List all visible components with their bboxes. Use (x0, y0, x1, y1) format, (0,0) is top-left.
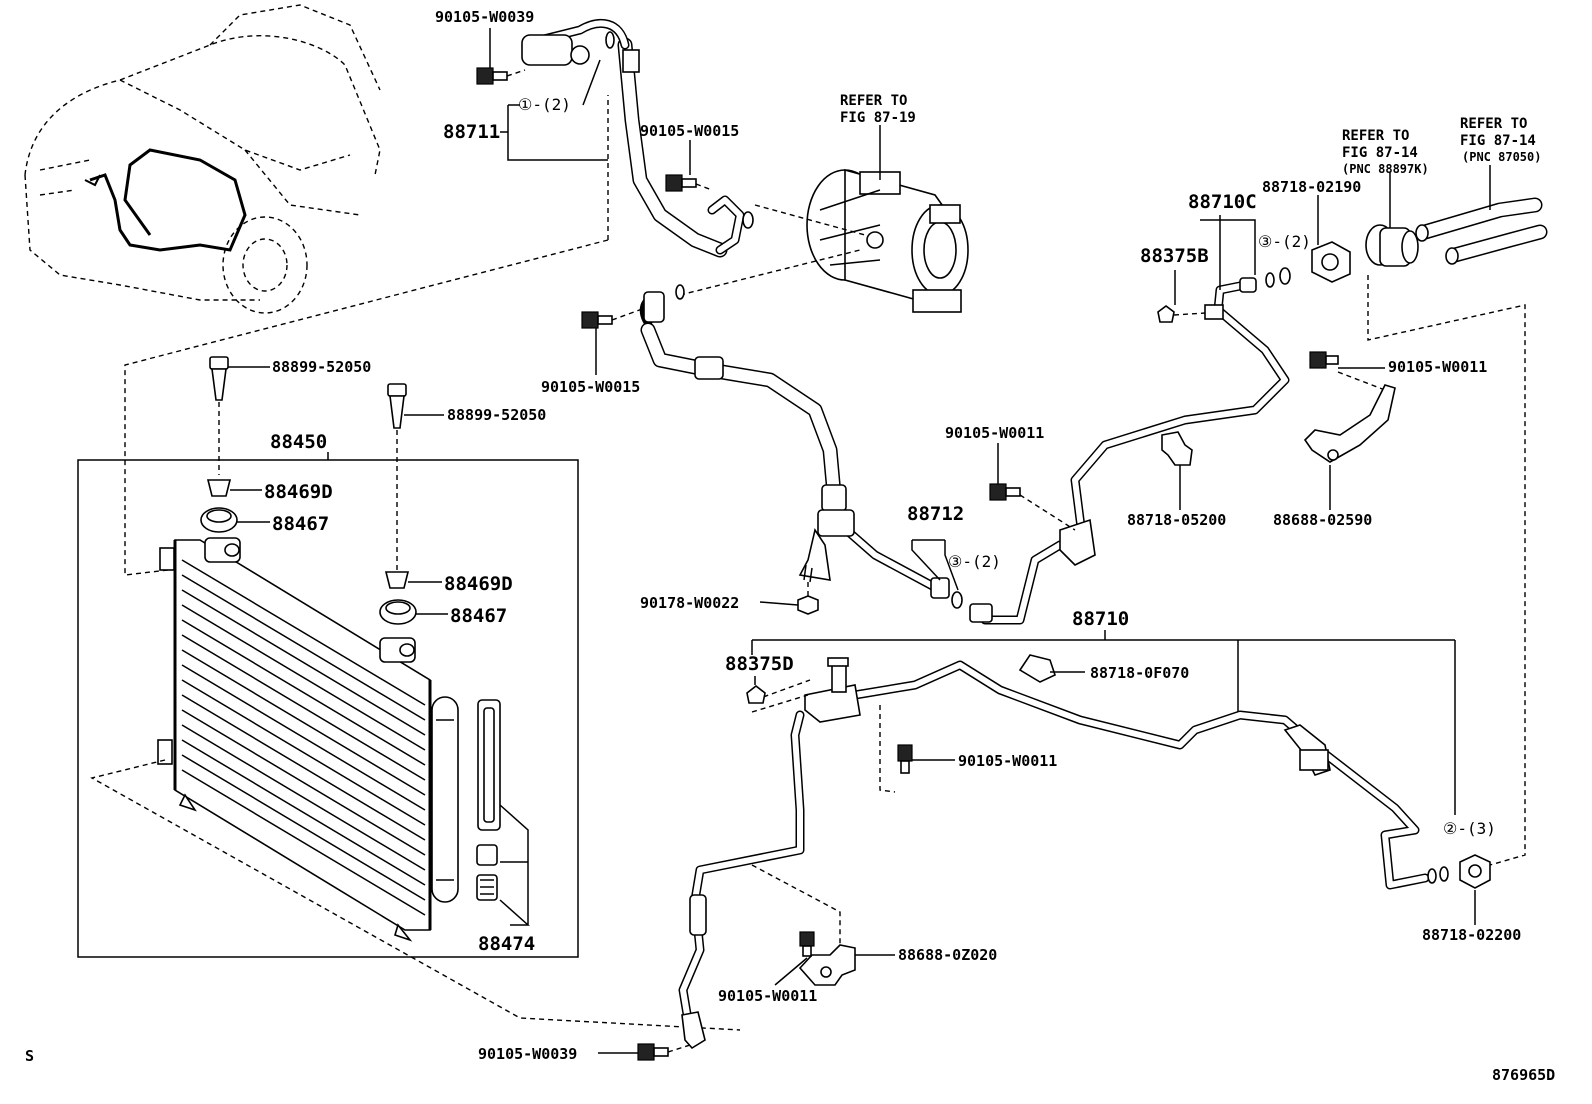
bolt-90105-w0011-lower-b (799, 931, 815, 957)
label-88712: 88712 (907, 503, 964, 525)
label-refer-87-14b-l3: (PNC 87050) (1462, 150, 1541, 164)
label-88469d-a: 88469D (264, 481, 333, 503)
bolt-88899-52050-left (209, 356, 229, 401)
bolt-90105-w0039-bottom (637, 1043, 669, 1061)
bolt-90105-w0015-top (665, 174, 697, 192)
label-88710c: 88710C (1188, 191, 1257, 213)
label-refer-87-14a-l1: REFER TO (1342, 128, 1409, 144)
label-88467-a: 88467 (272, 513, 329, 535)
label-90105-w0011-right: 90105-W0011 (1388, 358, 1487, 376)
label-88899-52050-b: 88899-52050 (447, 406, 546, 424)
condenser-core (157, 537, 432, 942)
condenser-to-pipe-leader (90, 759, 741, 1031)
filter-88474 (476, 699, 501, 901)
nut-88718-02190 (1311, 241, 1351, 283)
label-refer-87-14a-l3: (PNC 88897K) (1342, 162, 1429, 176)
cap-88375d (746, 684, 766, 704)
receiver-tank (431, 696, 459, 903)
label-88899-52050-a: 88899-52050 (272, 358, 371, 376)
cushion-88467-left (200, 507, 238, 533)
corner-mark: S (25, 1047, 34, 1065)
nut-88718-02200 (1459, 854, 1491, 889)
label-90105-w0015-top: 90105-W0015 (640, 122, 739, 140)
bolt-88899-52050-right (387, 383, 407, 429)
bolt-90105-w0039-top (476, 67, 508, 85)
label-88474: 88474 (478, 933, 535, 955)
label-88710: 88710 (1072, 608, 1129, 630)
label-qty-3-2-a: ③-(2) (1258, 232, 1311, 251)
diagram-id: 876965D (1492, 1066, 1555, 1084)
label-88688-0z020: 88688-0Z020 (898, 946, 997, 964)
label-refer-87-14b-l1: REFER TO (1460, 116, 1527, 132)
pipe-88710c (969, 267, 1291, 625)
grommet-88897k (1365, 224, 1419, 267)
bushing-88469d-left (206, 479, 232, 497)
label-refer-87-19-l2: FIG 87-19 (840, 110, 916, 126)
hose-88711 (521, 18, 754, 258)
label-88718-02190: 88718-02190 (1262, 178, 1361, 196)
label-qty-2-3: ②-(3) (1443, 819, 1496, 838)
label-qty-1-2: ①-(2) (518, 95, 571, 114)
cushion-88467-right (379, 599, 417, 625)
label-88711: 88711 (443, 121, 500, 143)
label-refer-87-19-l1: REFER TO (840, 93, 907, 109)
label-90105-w0011-lower-a: 90105-W0011 (958, 752, 1057, 770)
label-90105-w0039-bottom: 90105-W0039 (478, 1045, 577, 1063)
label-refer-87-14b-l2: FIG 87-14 (1460, 133, 1536, 149)
bracket-88688-0z020 (798, 944, 856, 986)
pipes-87050 (1415, 197, 1548, 265)
hose-88712 (639, 284, 963, 609)
label-88375d: 88375D (725, 653, 794, 675)
label-90105-w0011-lower-b: 90105-W0011 (718, 987, 817, 1005)
label-88688-02590: 88688-02590 (1273, 511, 1372, 529)
bracket-88688-02590 (1303, 384, 1396, 463)
bolt-90105-w0011-middle (989, 483, 1021, 501)
bushing-88469d-right (384, 571, 410, 589)
label-90105-w0011-middle: 90105-W0011 (945, 424, 1044, 442)
vehicle-outline (24, 4, 381, 314)
label-90178-w0022: 90178-W0022 (640, 594, 739, 612)
label-88375b: 88375B (1140, 245, 1209, 267)
label-qty-3-2-b: ③-(2) (948, 552, 1001, 571)
label-88469d-b: 88469D (444, 573, 513, 595)
car-to-condenser-leader (124, 95, 609, 576)
label-88718-02200: 88718-02200 (1422, 926, 1521, 944)
label-88450: 88450 (270, 431, 327, 453)
pipe-88710 (678, 657, 1449, 1050)
label-90105-w0015-lower: 90105-W0015 (541, 378, 640, 396)
clamp-88718-0f070 (1018, 654, 1056, 683)
bolt-90105-w0011-lower-a (897, 744, 913, 774)
nut-90178-w0022 (797, 595, 819, 615)
bolt-90105-w0015-lower (581, 311, 613, 329)
clamp-88718-05200 (1161, 431, 1193, 466)
label-88718-0f070: 88718-0F070 (1090, 664, 1189, 682)
compressor (806, 168, 969, 313)
label-refer-87-14a-l2: FIG 87-14 (1342, 145, 1418, 161)
cap-88375b (1157, 305, 1175, 323)
bolt-90105-w0011-right (1309, 351, 1339, 369)
label-88718-05200: 88718-05200 (1127, 511, 1226, 529)
label-88467-b: 88467 (450, 605, 507, 627)
label-90105-w0039-top: 90105-W0039 (435, 8, 534, 26)
